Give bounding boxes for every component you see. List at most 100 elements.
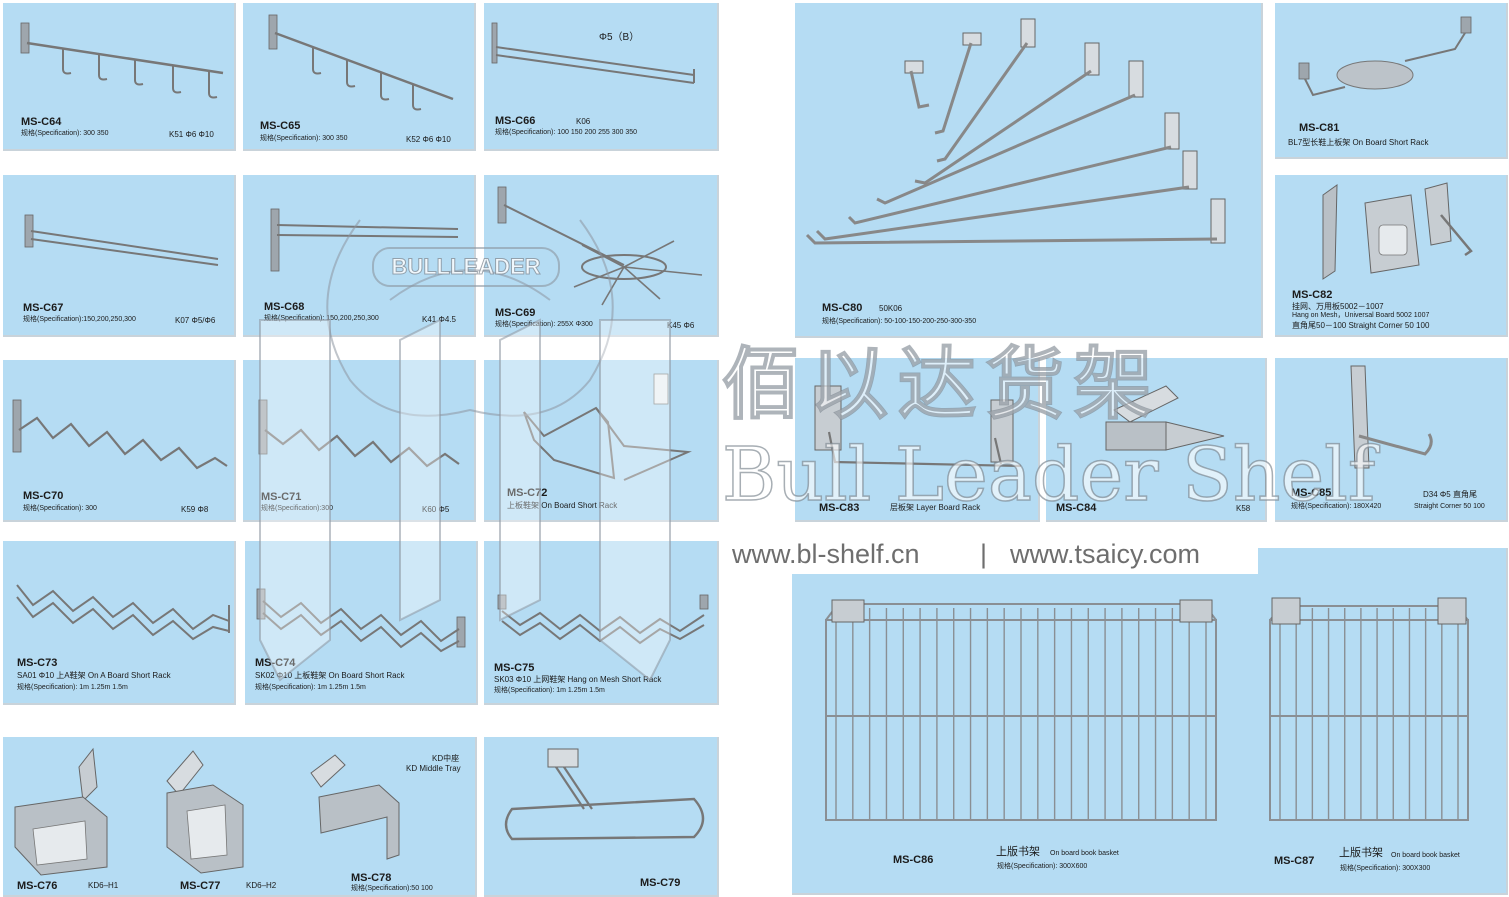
hook-illustration <box>491 22 695 84</box>
product-code: MS-C80 <box>822 302 863 314</box>
straight-hook-illustration <box>1350 365 1433 469</box>
kd-bracket-illustrations <box>14 747 400 876</box>
multi-length-hooks-illustration <box>805 18 1226 245</box>
product-code: MS-C81 <box>1299 122 1340 134</box>
product-model: K59 Φ8 <box>181 505 209 514</box>
website-url-1[interactable]: www.bl-shelf.cn <box>732 539 920 569</box>
kd-note-cn: KD中座 <box>432 754 460 763</box>
product-code: MS-C79 <box>640 877 681 889</box>
product-name-en: On board book basket <box>1050 850 1119 857</box>
product-spec: 规格(Specification): 255X Φ300 <box>495 321 593 328</box>
product-panel-ms-c80: MS-C80 50K06 规格(Specification): 50-100-1… <box>795 3 1263 338</box>
waterfall-hook-illustration <box>12 399 228 470</box>
product-panel-ms-c86-c87: MS-C86 上版书架 On board book basket 规格(Spec… <box>792 548 1508 895</box>
product-panel-ms-c81: MS-C81 BL7型长鞋上板架 On Board Short Rack <box>1275 3 1508 159</box>
double-hook-illustration <box>24 214 219 266</box>
product-model: K52 Φ6 Φ10 <box>406 135 451 144</box>
watermark-english-name: Bull Leader Shelf <box>721 431 1376 519</box>
product-model: K41 Φ4.5 <box>422 315 456 324</box>
hook-rack-illustration <box>268 14 454 111</box>
product-model: K45 Φ6 <box>667 321 695 330</box>
product-panel-ms-c67: MS-C67 规格(Specification):150,200,250,300… <box>3 175 236 337</box>
product-code: MS-C64 <box>21 116 62 128</box>
product-model: K51 Φ6 Φ10 <box>169 130 214 139</box>
product-code: MS-C75 <box>494 662 535 674</box>
product-model: KD6–H2 <box>246 881 277 890</box>
product-spec: 规格(Specification): 50-100-150-200-250-30… <box>822 318 977 325</box>
product-panel-ms-c66: Φ5（B） MS-C66 K06 规格(Specification): 100 … <box>484 3 719 151</box>
product-spec: 规格(Specification):50 100 <box>351 885 433 892</box>
product-spec: 规格(Specification): 150,200,250,300 <box>264 315 379 322</box>
glass-clamp-illustration <box>1105 385 1225 451</box>
watermark-logo-text: BULLLEADER <box>372 247 560 287</box>
product-code: MS-C67 <box>23 302 64 314</box>
product-panel-ms-c64: MS-C64 规格(Specification): 300 350 K51 Φ6… <box>3 3 236 151</box>
product-code: MS-C68 <box>264 301 305 313</box>
product-code: MS-C71 <box>261 491 302 503</box>
product-code: MS-C82 <box>1292 289 1333 301</box>
product-code: MS-C78 <box>351 872 392 884</box>
product-spec: 规格(Specification): 300 350 <box>260 135 348 142</box>
zigzag-shoe-rack-illustration <box>16 584 230 641</box>
u-hook-illustration <box>504 748 705 841</box>
product-panel-ms-c65: MS-C65 规格(Specification): 300 350 K52 Φ6… <box>243 3 476 151</box>
product-model: K06 <box>576 117 591 126</box>
product-model: K58 <box>1236 504 1251 513</box>
product-code: MS-C85 <box>1291 487 1332 499</box>
product-code: MS-C65 <box>260 120 301 132</box>
product-code: MS-C74 <box>255 657 296 669</box>
product-description: SA01 Φ10 上A鞋架 On A Board Short Rack <box>17 671 171 680</box>
website-url-2[interactable]: www.tsaicy.com <box>1010 539 1201 569</box>
product-code: MS-C66 <box>495 115 536 127</box>
mesh-hooks-illustration <box>1322 182 1473 280</box>
kd-note-en: KD Middle Tray <box>406 764 461 773</box>
product-name-cn: 上版书架 <box>1339 847 1383 859</box>
product-model: 50K06 <box>879 304 903 313</box>
product-code: MS-C69 <box>495 307 536 319</box>
product-panel-ms-c85: MS-C85 D34 Φ5 直角尾 规格(Specification): 180… <box>1275 358 1508 522</box>
product-note: Φ5（B） <box>599 32 640 43</box>
url-separator: | <box>980 539 988 569</box>
product-description: 上板鞋架 On Board Short Rack <box>507 501 618 510</box>
product-panel-ms-c73: MS-C73 SA01 Φ10 上A鞋架 On A Board Short Ra… <box>3 541 236 705</box>
product-code: MS-C77 <box>180 880 221 892</box>
book-basket-illustrations <box>825 597 1469 821</box>
product-name-en: On board book basket <box>1391 852 1460 859</box>
product-description: 层板架 Layer Board Rack <box>890 503 981 512</box>
hook-rack-illustration <box>20 22 224 99</box>
product-panel-ms-c76-c78: KD中座 KD Middle Tray MS-C76 KD6–H1 MS-C77… <box>3 737 477 897</box>
product-code: MS-C87 <box>1274 855 1315 867</box>
product-model: K07 Φ5/Φ6 <box>175 316 216 325</box>
product-spec: 规格(Specification): 1m 1.25m 1.5m <box>494 687 605 694</box>
product-panel-ms-c79: MS-C79 <box>484 737 719 897</box>
product-spec: 规格(Specification): 180X420 <box>1291 503 1382 510</box>
shoe-board-rack-illustration <box>1298 16 1472 97</box>
product-model: KD6–H1 <box>88 881 119 890</box>
product-spec: 规格(Specification): 1m 1.25m 1.5m <box>255 684 366 691</box>
product-code: MS-C84 <box>1056 502 1097 514</box>
product-code: MS-C76 <box>17 880 58 892</box>
product-panel-ms-c75: MS-C75 SK03 Φ10 上网鞋架 Hang on Mesh Short … <box>484 541 719 705</box>
product-line-2: Hang on Mesh，Universal Board 5002 1007 <box>1292 312 1430 319</box>
product-spec: 规格(Specification): 300 <box>23 505 97 512</box>
product-line-3: 直角尾50－100 Straight Corner 50 100 <box>1292 321 1430 330</box>
product-code: MS-C83 <box>819 502 860 514</box>
product-code: MS-C70 <box>23 490 64 502</box>
product-code: MS-C72 <box>507 487 548 499</box>
watermark-chinese-name: 佰以达货架 <box>721 339 1163 431</box>
product-name-cn: 上版书架 <box>996 846 1040 858</box>
product-line-1: 挂网、万用板5002－1007 <box>1292 302 1384 311</box>
product-spec: 规格(Specification): 100 150 200 255 300 3… <box>495 129 638 136</box>
product-model: K60 Φ5 <box>422 505 450 514</box>
product-description: SK03 Φ10 上网鞋架 Hang on Mesh Short Rack <box>494 675 662 684</box>
product-code: MS-C73 <box>17 657 58 669</box>
website-urls: www.bl-shelf.cn | www.tsaicy.com <box>726 534 1258 574</box>
product-description: BL7型长鞋上板架 On Board Short Rack <box>1288 138 1429 147</box>
product-spec: 规格(Specification): 300X600 <box>997 863 1088 870</box>
product-description: SK02 Φ10 上板鞋架 On Board Short Rack <box>255 671 405 680</box>
product-spec: 规格(Specification): 1m 1.25m 1.5m <box>17 684 128 691</box>
product-panel-ms-c83: MS-C83 层板架 Layer Board Rack <box>795 358 1040 522</box>
product-spec: 规格(Specification):150,200,250,300 <box>23 316 136 323</box>
product-spec: 规格(Specification): 300 350 <box>21 130 109 137</box>
product-spec: 规格(Specification): 300X300 <box>1340 865 1431 872</box>
